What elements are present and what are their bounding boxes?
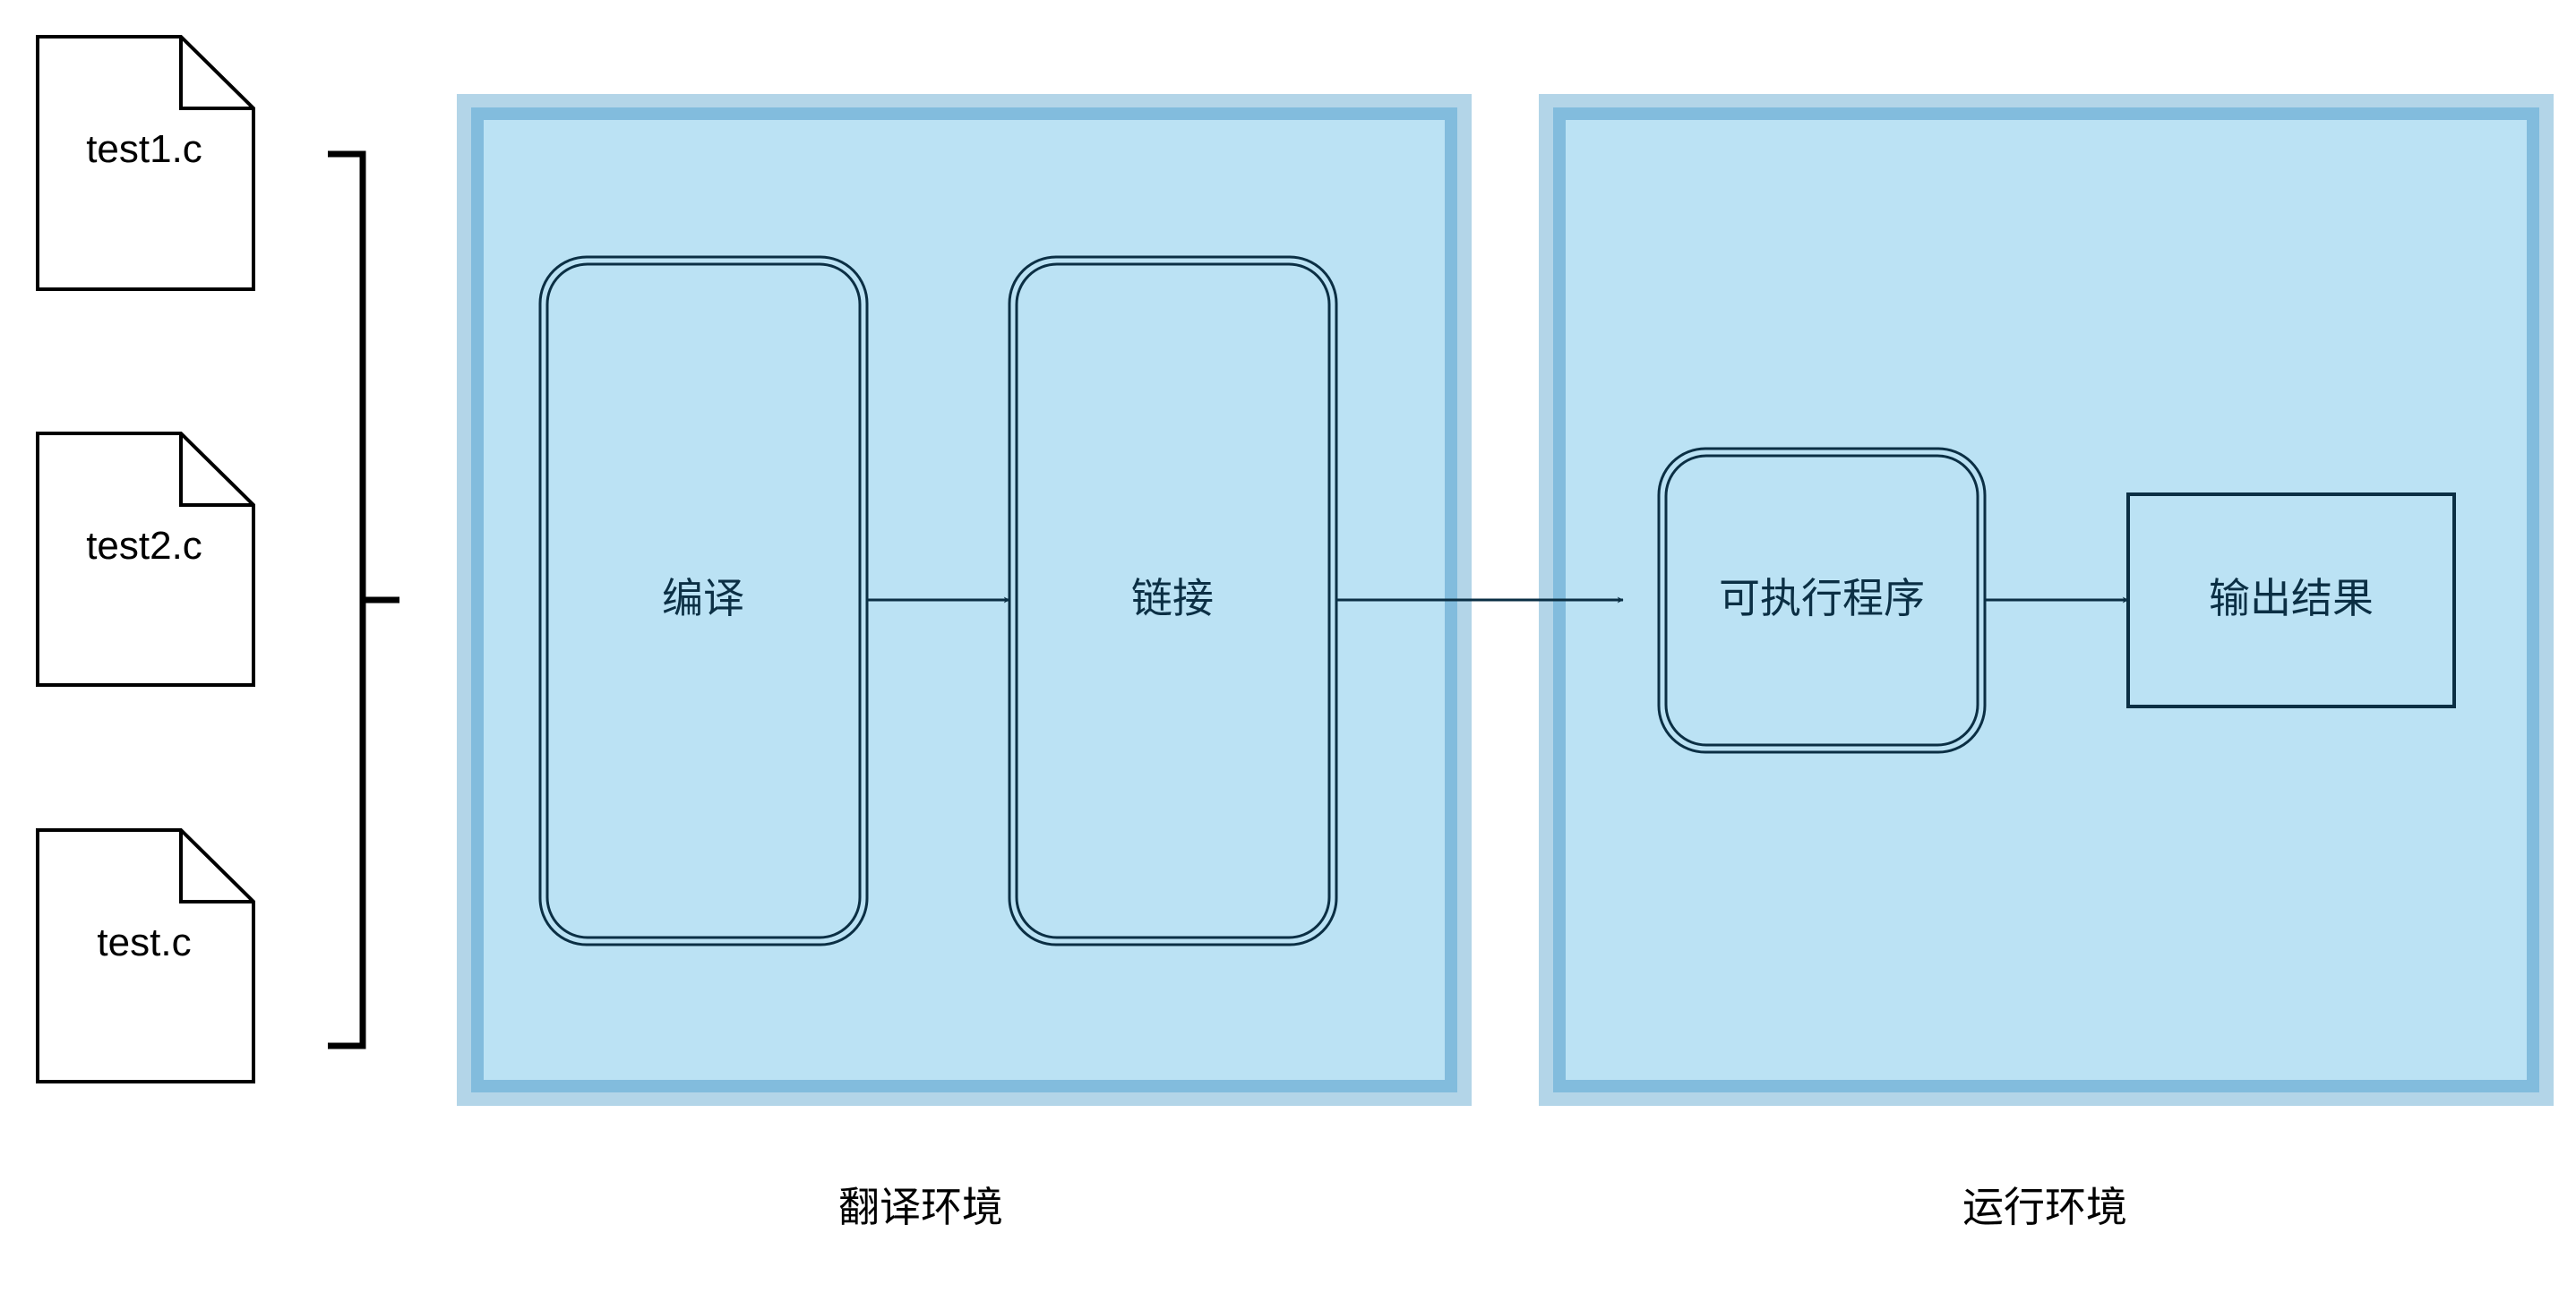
file-icon	[36, 828, 255, 1083]
files-bracket	[328, 150, 399, 1049]
compile-node-inner-border	[545, 262, 862, 939]
executable-node-inner-border	[1664, 454, 1979, 747]
runtime-environment-label: 运行环境	[1962, 1183, 2127, 1231]
file-test1: test1.c	[36, 35, 255, 291]
file-name-label: test2.c	[86, 524, 202, 568]
file-fold-corner	[179, 830, 253, 903]
file-name-label: test1.c	[86, 127, 202, 171]
file-icon	[36, 35, 255, 291]
output-label: 输出结果	[2209, 574, 2374, 622]
file-test2: test2.c	[36, 432, 255, 687]
file-test: test.c	[36, 828, 255, 1083]
link-label: 链接	[1131, 574, 1214, 622]
compile-label: 编译	[662, 574, 744, 622]
file-fold-corner	[179, 433, 253, 507]
translation-environment-label: 翻译环境	[838, 1183, 1003, 1231]
file-icon	[36, 432, 255, 687]
file-name-label: test.c	[97, 921, 191, 964]
file-fold-corner	[179, 37, 253, 110]
executable-label: 可执行程序	[1719, 574, 1925, 622]
link-node-inner-border	[1015, 262, 1331, 939]
executable-node: 可执行程序	[1657, 447, 1987, 754]
